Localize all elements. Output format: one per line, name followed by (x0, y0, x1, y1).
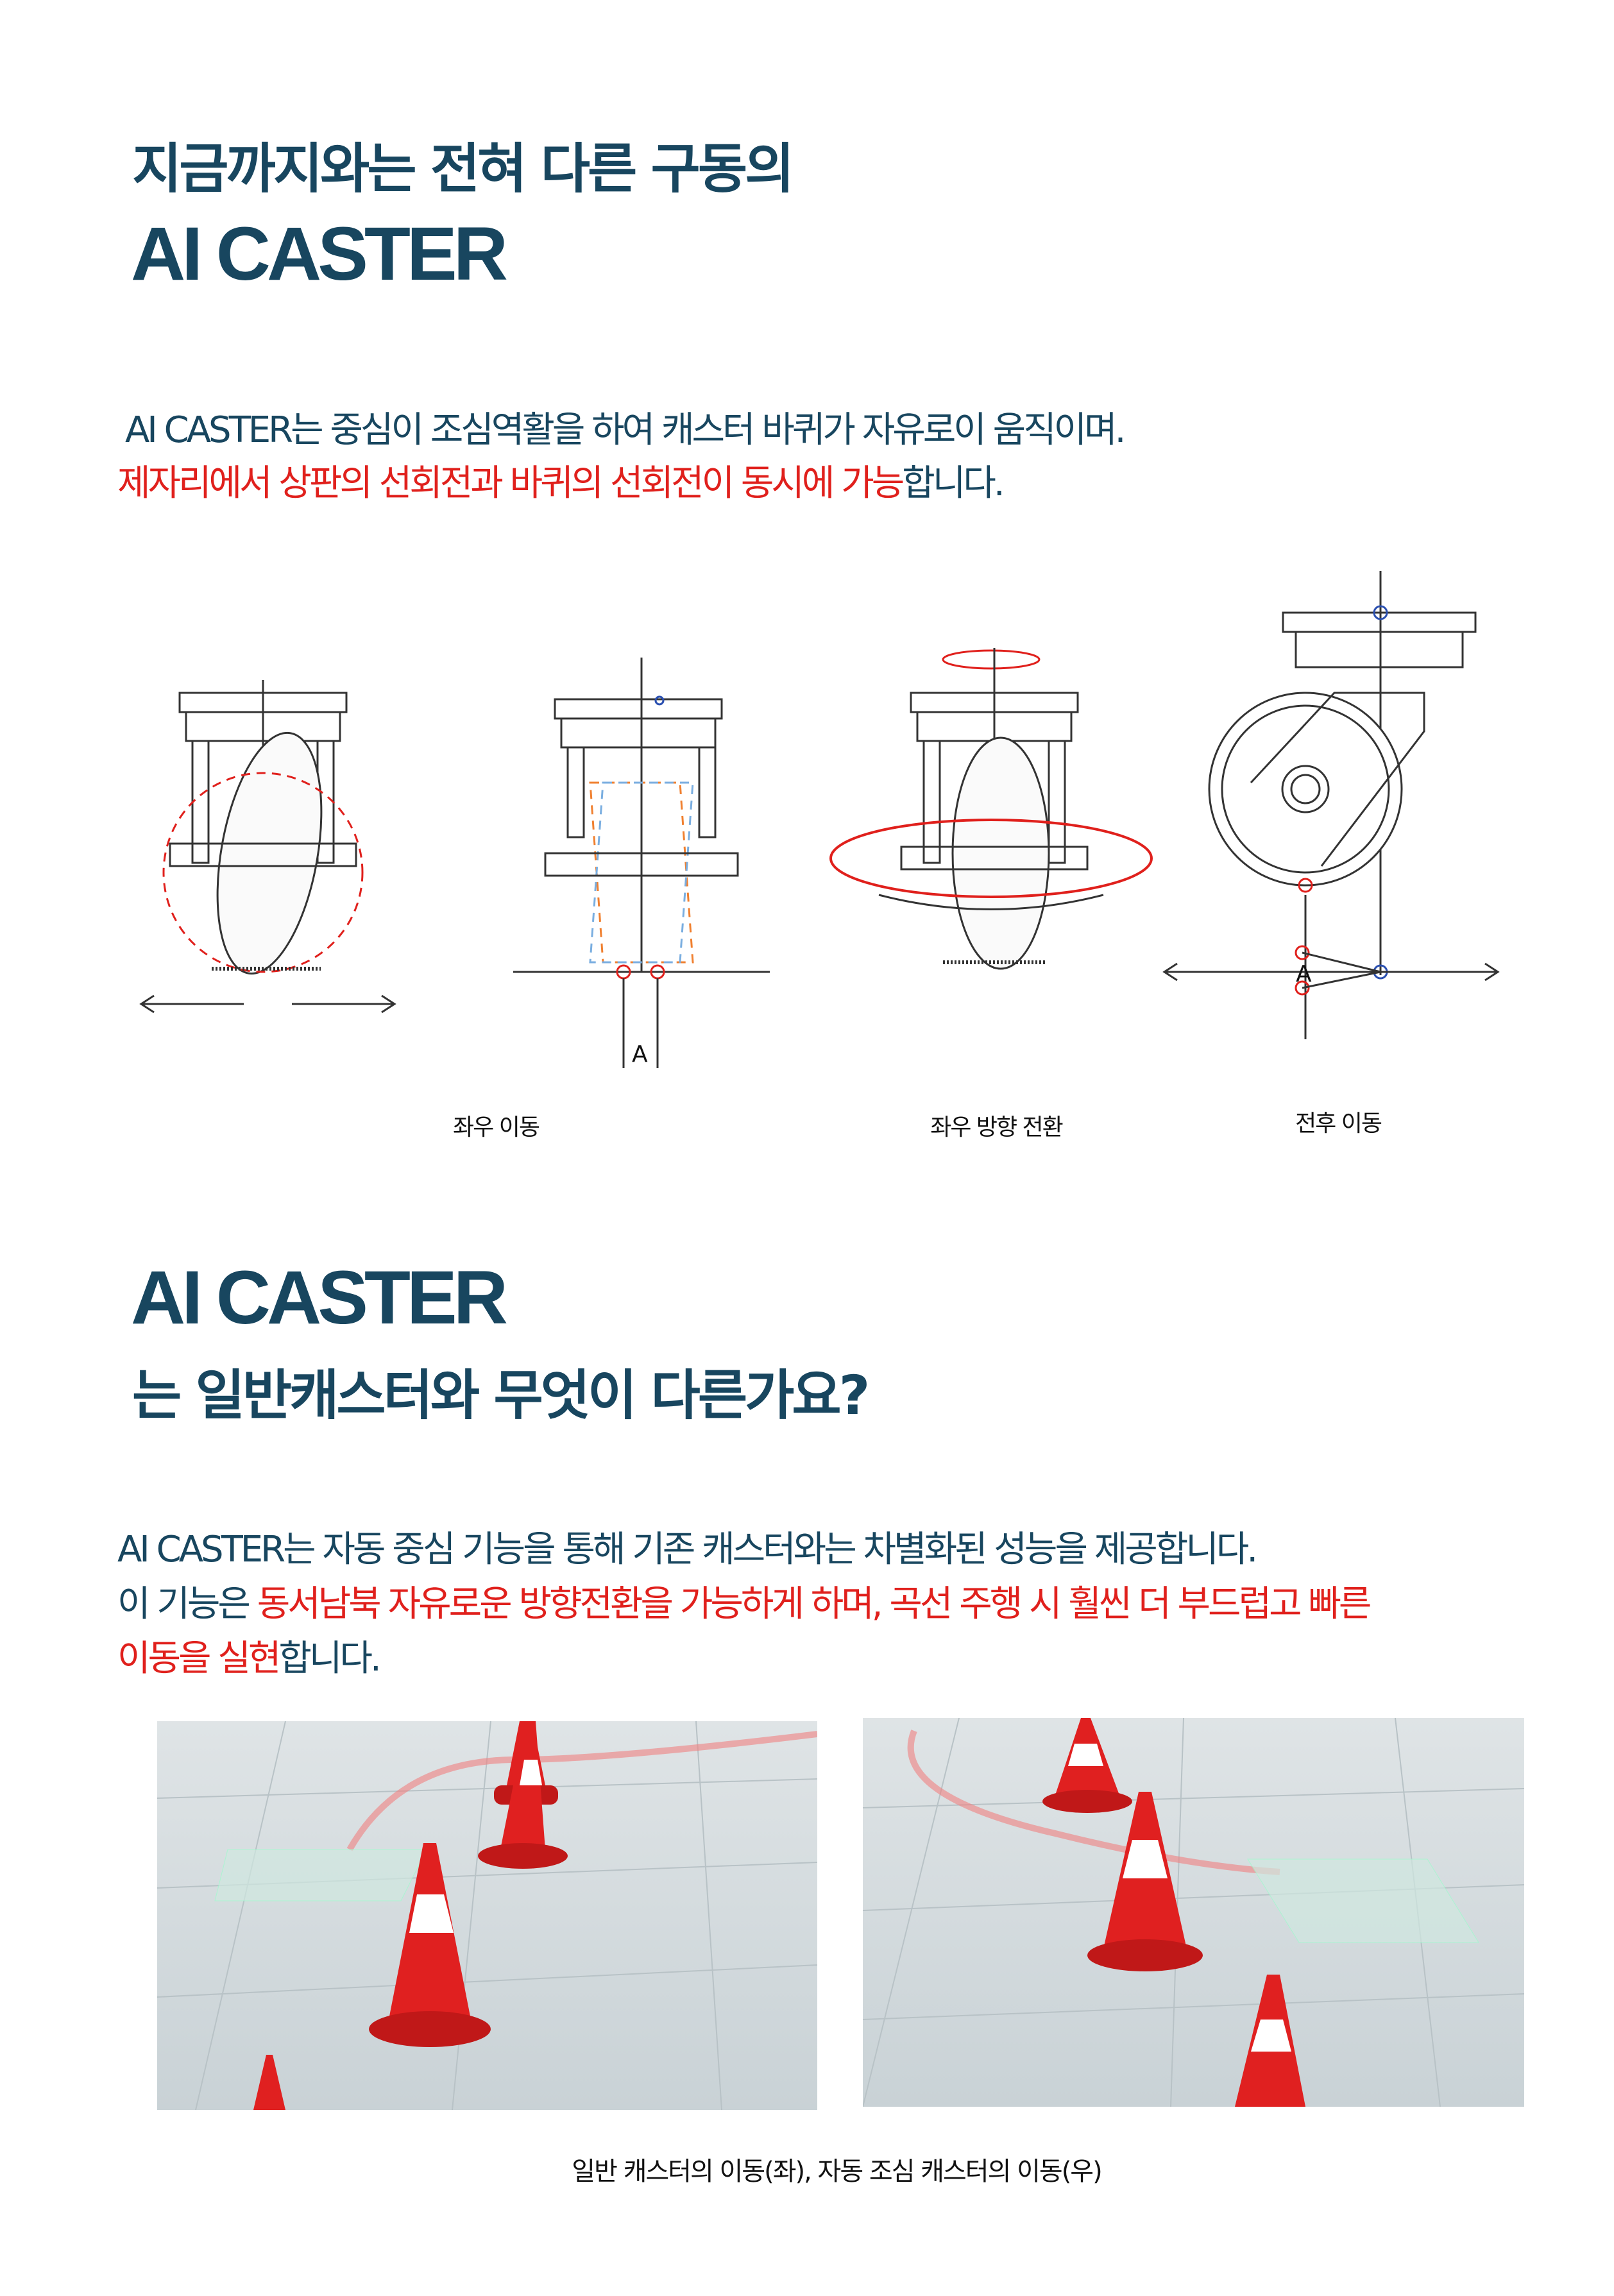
ai-caster-scene (863, 1718, 1524, 2107)
traffic-cone-icon (1235, 1975, 1305, 2107)
traffic-cone-icon (478, 1721, 568, 1869)
section1-para-line2: 제자리에서 상판의 선회전과 바퀴의 선회전이 동시에 가능합니다. (117, 454, 1005, 506)
dimension-label-a: A (632, 1041, 648, 1067)
section2-line2: 이 기능은 동서남북 자유로운 방향전환을 가능하게 하며, 곡선 주행 시 훨… (117, 1575, 1372, 1627)
label-turning: 좌우 방향 전환 (930, 1114, 1064, 1141)
section2-line1: AI CASTER는 자동 중심 기능을 통해 기존 캐스터와는 차별화된 성능… (117, 1529, 1258, 1570)
traffic-cone-icon (1087, 1792, 1203, 1971)
highlight-text: 동서남북 자유로운 방향전환을 가능하게 하며, 곡선 주행 시 훨씬 더 부드… (257, 1583, 1372, 1625)
section2-line3: 이동을 실현합니다. (117, 1629, 382, 1681)
diagram-turning (829, 648, 1153, 970)
section2-title: AI CASTER (131, 1255, 508, 1340)
section1-subtitle: 지금까지와는 전혀 다른 구동의 (132, 137, 794, 200)
section1-title: AI CASTER (131, 212, 508, 296)
caster-diagrams: A A (139, 571, 1500, 1068)
para-text: 합니다. (902, 463, 1005, 504)
photo-caption: 일반 캐스터의 이동(좌), 자동 조심 캐스터의 이동(우) (572, 2157, 1102, 2186)
diagram-forward-backward (1162, 571, 1500, 1039)
section1-para-line1: AI CASTER는 중심이 조심역활을 하여 캐스터 바퀴가 자유로이 움직이… (125, 409, 1126, 451)
diagram-side-movement (139, 680, 396, 1014)
label-forward-backward: 전후 이동 (1295, 1110, 1382, 1137)
normal-caster-scene (157, 1721, 817, 2110)
photo-normal-caster (157, 1721, 817, 2110)
section2-subtitle: 는 일반캐스터와 무엇이 다른가요? (132, 1364, 870, 1427)
diagram-offset-center (513, 658, 770, 1068)
label-side-movement: 좌우 이동 (453, 1114, 540, 1141)
para-text: 이 기능은 (117, 1583, 257, 1625)
highlight-text: 이동을 실현 (117, 1638, 281, 1679)
dimension-label-a: A (1296, 961, 1312, 987)
traffic-cone-icon (253, 2055, 285, 2110)
traffic-cone-icon (1042, 1718, 1132, 1813)
photo-ai-caster (863, 1718, 1524, 2107)
traffic-cone-icon (369, 1843, 491, 2047)
highlight-text: 제자리에서 상판의 선회전과 바퀴의 선회전이 동시에 가능 (117, 463, 905, 504)
para-text: 합니다. (278, 1638, 381, 1679)
